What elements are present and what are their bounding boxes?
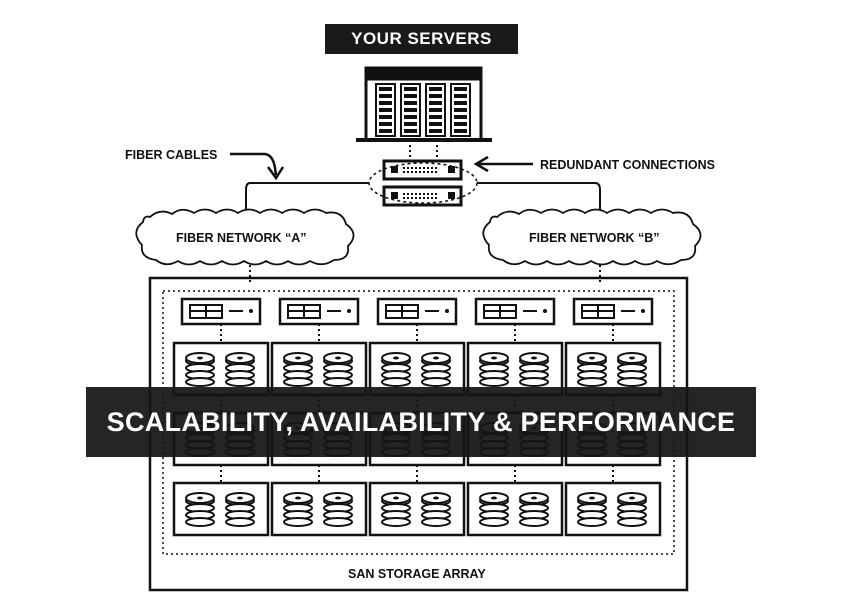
disk-stack-icon xyxy=(225,352,255,387)
disk-stack-icon xyxy=(283,492,313,527)
disk-stack-icon xyxy=(283,352,313,387)
network-a-label: FIBER NETWORK “A” xyxy=(176,231,307,245)
switch-top xyxy=(382,159,463,181)
network-b-label: FIBER NETWORK “B” xyxy=(529,231,660,245)
disk-stack-icon xyxy=(323,352,353,387)
disk-stack-icon xyxy=(577,352,607,387)
banner-text: SCALABILITY, AVAILABILITY & PERFORMANCE xyxy=(106,406,736,437)
cloud-b xyxy=(482,208,702,266)
fiber-cables-label: FIBER CABLES xyxy=(125,148,218,162)
disk-stack-icon xyxy=(519,492,549,527)
disk-stack-icon xyxy=(185,352,215,387)
title-text: YOUR SERVERS xyxy=(351,29,492,48)
disk-stack-icon xyxy=(617,352,647,387)
switch-bottom xyxy=(382,185,463,207)
headline-banner: SCALABILITY, AVAILABILITY & PERFORMANCE xyxy=(86,387,756,457)
disk-stack-icon xyxy=(381,492,411,527)
disk-stack-icon xyxy=(519,352,549,387)
disk-stack-icon xyxy=(421,352,451,387)
disk-stack-icon xyxy=(225,492,255,527)
disk-stack-icon xyxy=(185,492,215,527)
redundant-connections-label: REDUNDANT CONNECTIONS xyxy=(540,158,715,172)
storage-array-label: SAN STORAGE ARRAY xyxy=(348,567,486,581)
disk-stack-icon xyxy=(479,492,509,527)
disk-stack-icon xyxy=(479,352,509,387)
disk-stack-icon xyxy=(381,352,411,387)
disk-stack-icon xyxy=(577,492,607,527)
disk-stack-icon xyxy=(323,492,353,527)
page-title: YOUR SERVERS xyxy=(325,24,518,54)
cloud-a xyxy=(135,208,355,266)
disk-stack-icon xyxy=(617,492,647,527)
disk-stack-icon xyxy=(421,492,451,527)
